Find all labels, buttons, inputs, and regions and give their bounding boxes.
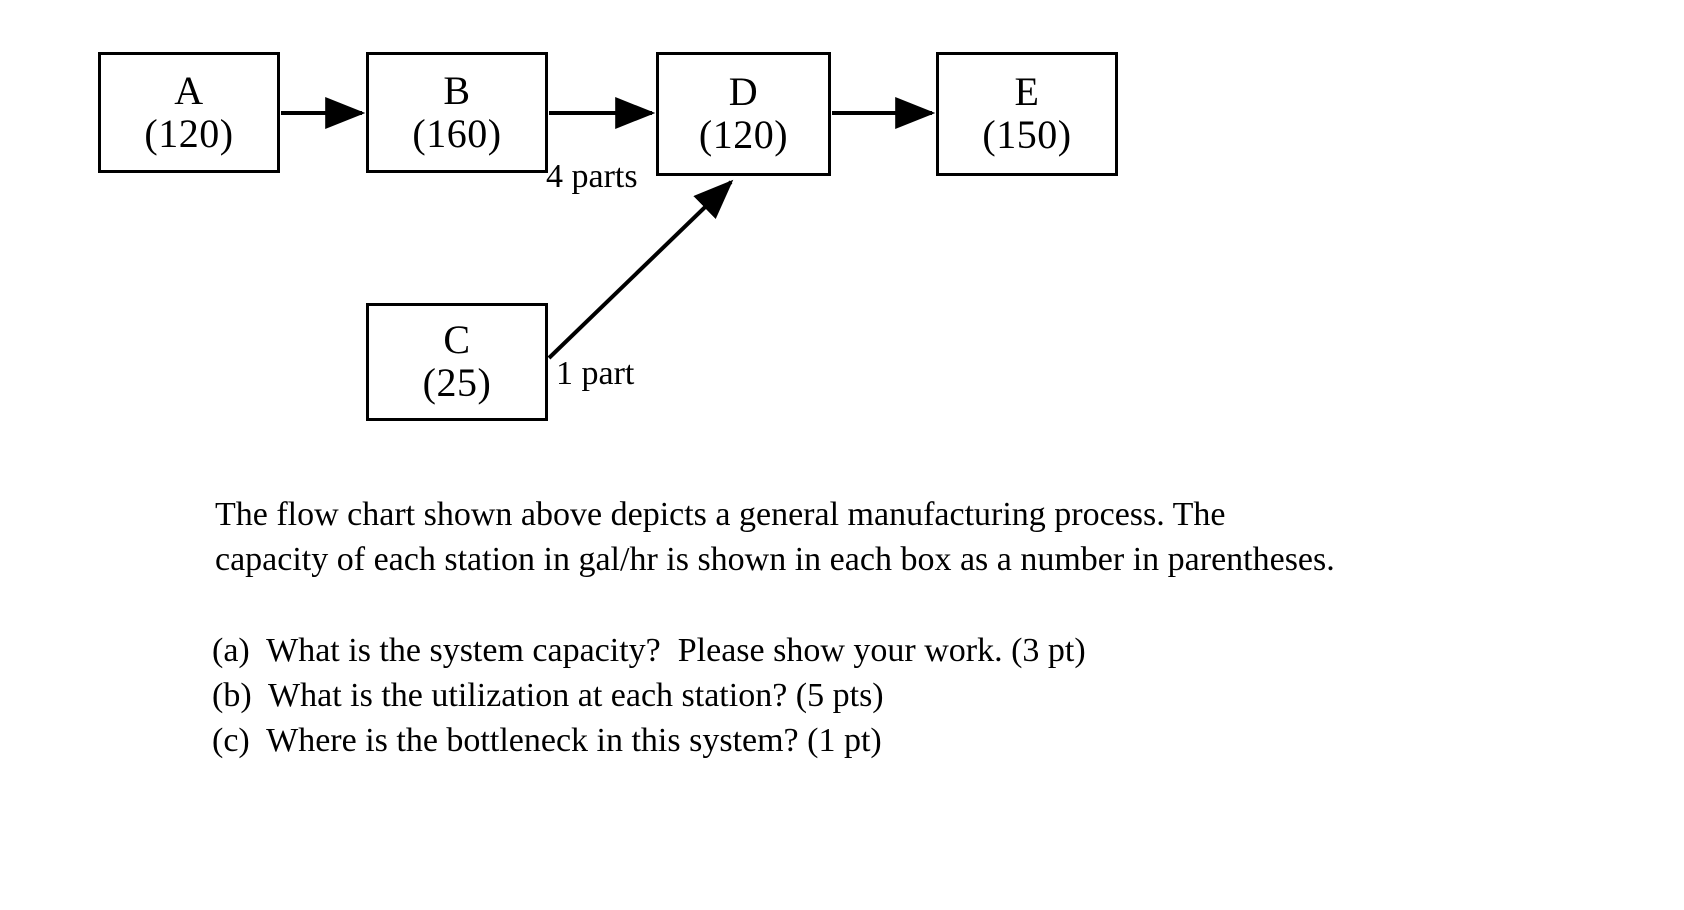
station-a-capacity: (120) xyxy=(144,110,234,156)
description-line-1: The flow chart shown above depicts a gen… xyxy=(215,496,1226,533)
question-item-a: (a) What is the system capacity? Please … xyxy=(212,632,1086,669)
station-b-capacity: (160) xyxy=(412,110,502,156)
station-box-d: D (120) xyxy=(656,52,831,176)
station-b-label: B xyxy=(443,67,471,113)
edge-label-b-to-d: 4 parts xyxy=(546,158,638,195)
question-items-list: (a) What is the system capacity? Please … xyxy=(212,628,1412,763)
station-c-capacity: (25) xyxy=(422,360,492,405)
arrow-c-to-d xyxy=(547,179,734,360)
station-box-e: E (150) xyxy=(936,52,1118,176)
station-box-b: B (160) xyxy=(366,52,548,173)
question-description: The flow chart shown above depicts a gen… xyxy=(215,492,1555,582)
station-box-c: C (25) xyxy=(366,303,548,421)
station-box-a: A (120) xyxy=(98,52,280,173)
station-d-capacity: (120) xyxy=(698,112,789,157)
question-item-b: (b) What is the utilization at each stat… xyxy=(212,677,884,714)
edge-label-c-to-d: 1 part xyxy=(556,355,635,392)
flow-chart-diagram: A (120) B (160) D (120) E (150) C (25) 4… xyxy=(98,52,1118,421)
station-d-label: D xyxy=(728,69,759,115)
description-paragraph: The flow chart shown above depicts a gen… xyxy=(215,492,1555,582)
station-c-label: C xyxy=(443,317,471,363)
station-e-capacity: (150) xyxy=(982,112,1072,157)
question-item-c: (c) Where is the bottleneck in this syst… xyxy=(212,722,882,759)
station-e-label: E xyxy=(1014,69,1040,115)
description-line-2: capacity of each station in gal/hr is sh… xyxy=(215,541,1335,578)
station-a-label: A xyxy=(174,67,204,113)
